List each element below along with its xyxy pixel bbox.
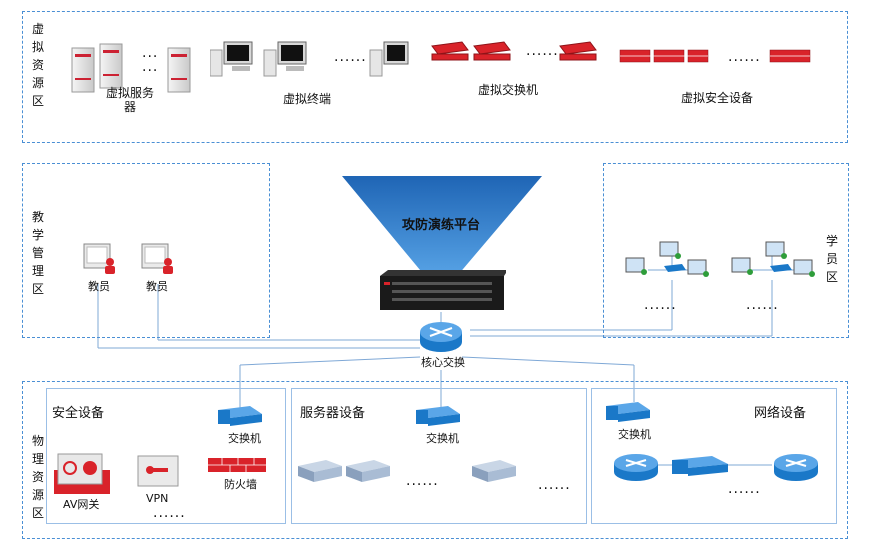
vpn-icon: [137, 455, 179, 487]
student-zone-label: 学员区: [826, 234, 839, 284]
virtual-resource-zone: [22, 11, 848, 143]
physical-resource-zone: [22, 381, 848, 539]
virtual-security-dots: ......: [728, 49, 761, 65]
teacher-label-2: 教员: [146, 280, 168, 293]
network-group-title: 网络设备: [754, 406, 807, 421]
virtual-terminal-dots: ......: [334, 49, 367, 65]
network-switch-icon: [606, 402, 650, 422]
security-switch-label: 交换机: [228, 432, 261, 445]
virtual-server-dots-2: ...: [142, 59, 159, 75]
firewall-label: 防火墙: [224, 478, 257, 491]
physical-zone-label: 物理资源区: [32, 434, 45, 520]
server-group-box: [291, 388, 587, 524]
server-dots-2: ......: [538, 477, 571, 493]
student-group-icon-1: [625, 241, 709, 277]
teacher-label-1: 教员: [88, 280, 110, 293]
security-group-box: [46, 388, 286, 524]
student-dots-2: ......: [746, 297, 779, 313]
platform-funnel: [342, 176, 542, 282]
network-group-box: [591, 388, 837, 524]
virtual-security-label: 虚拟安全设备: [681, 91, 754, 105]
virtual-terminal-icons: [210, 41, 409, 77]
virtual-security-icons: [619, 49, 811, 63]
teaching-zone: [22, 163, 270, 338]
teaching-zone-label: 教学管理区: [32, 210, 45, 296]
av-gateway-label: AV网关: [63, 498, 100, 511]
security-switch-icon: [218, 406, 262, 426]
av-gateway-icon: [54, 453, 110, 494]
virtual-zone-label: 虚拟资源区: [32, 22, 45, 108]
student-zone: [603, 163, 849, 338]
virtual-switch-icons: [431, 41, 597, 61]
network-switch-icon-2: [672, 456, 728, 476]
virtual-terminal-label: 虚拟终端: [283, 92, 332, 106]
server-switch-label: 交换机: [426, 432, 459, 445]
network-dots: ......: [728, 481, 761, 497]
router-icon-1: [614, 454, 658, 481]
virtual-switch-label: 虚拟交换机: [478, 83, 539, 97]
platform-title: 攻防演练平台: [402, 218, 481, 233]
network-switch-label: 交换机: [618, 428, 651, 441]
server-group-title: 服务器设备: [300, 406, 366, 421]
virtual-server-label: 虚拟服务器: [105, 86, 154, 114]
server-dots-1: ......: [406, 473, 439, 489]
server-switch-icon: [416, 406, 460, 426]
student-group-icon-2: [731, 241, 815, 277]
platform-server-icon: [380, 270, 506, 310]
virtual-server-dots-1: ...: [142, 45, 159, 61]
router-icon-2: [774, 454, 818, 481]
core-switch-label: 核心交换: [421, 356, 465, 369]
teacher-icon-2: [141, 243, 173, 274]
student-dots-1: ......: [644, 297, 677, 313]
virtual-server-icons: [71, 43, 191, 93]
firewall-icon: [208, 458, 266, 472]
teacher-icon-1: [83, 243, 115, 274]
virtual-switch-dots: ......: [526, 43, 559, 59]
security-group-title: 安全设备: [52, 406, 105, 421]
core-switch-icon: [420, 322, 462, 352]
physical-server-icons: [298, 460, 516, 482]
security-dots: ......: [153, 505, 186, 521]
vpn-label: VPN: [146, 492, 169, 505]
